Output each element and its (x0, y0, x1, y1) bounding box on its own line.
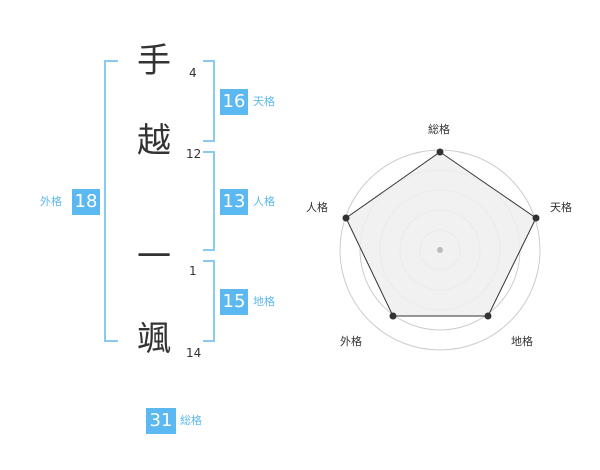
radar-label-jinkaku: 人格 (306, 201, 328, 214)
tenkaku-bracket (203, 60, 215, 142)
radar-label-chikaku: 地格 (511, 335, 533, 348)
chikaku-label: 地格 (253, 295, 275, 308)
chikaku-bracket (203, 260, 215, 342)
jinkaku-label: 人格 (253, 195, 275, 208)
name-char-2: 越 (137, 121, 171, 161)
radar-label-tenkaku: 天格 (550, 201, 572, 214)
radar-label-sokaku: 総格 (428, 123, 450, 136)
name-char-4: 颯 (137, 319, 171, 359)
jinkaku-bracket (203, 151, 215, 251)
tenkaku-label: 天格 (253, 95, 275, 108)
gaikaku-label: 外格 (40, 195, 62, 208)
radar-point (342, 214, 350, 222)
radar-chart (339, 148, 541, 351)
stroke-count-1: 4 (189, 66, 197, 80)
sokaku-label: 総格 (180, 414, 202, 427)
stroke-count-3: 1 (189, 264, 197, 278)
radar-point (532, 214, 540, 222)
name-char-3: 一 (137, 237, 171, 277)
tenkaku-value-badge: 16 (220, 89, 248, 115)
radar-points (342, 148, 540, 320)
chikaku-value-badge: 15 (220, 289, 248, 315)
stroke-count-2: 12 (186, 147, 202, 161)
gaikaku-value-badge: 18 (72, 189, 100, 215)
radar-polygon (345, 151, 537, 317)
radar-center (437, 247, 443, 253)
stroke-count-4: 14 (186, 346, 202, 360)
name-char-1: 手 (137, 41, 171, 81)
radar-point (436, 148, 444, 156)
sokaku-value-badge: 31 (146, 408, 176, 434)
jinkaku-value-badge: 13 (220, 189, 248, 215)
radar-label-gaikaku: 外格 (340, 335, 362, 348)
gaikaku-bracket (104, 60, 118, 342)
radar-point (484, 312, 492, 320)
radar-point (389, 312, 397, 320)
